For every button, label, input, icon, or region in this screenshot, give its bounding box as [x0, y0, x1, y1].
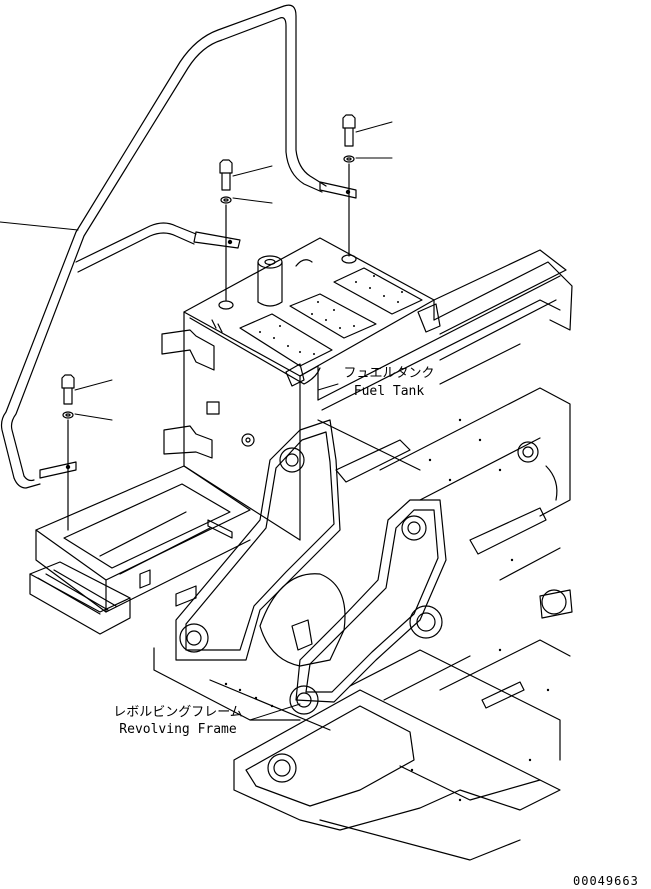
fuel-tank-label-en: Fuel Tank [353, 384, 425, 399]
revolving-frame-label-jp: レボルビングフレーム [113, 705, 243, 720]
leader-lines [0, 121, 393, 421]
frame-bolt-holes [224, 418, 550, 802]
rear-frame-beams [317, 249, 573, 619]
revolving-frame [153, 419, 571, 861]
battery-tray [29, 465, 251, 635]
frame-label-leader [249, 703, 301, 721]
anti-slip-texture [259, 275, 403, 355]
drawing-number: 00049663 [573, 874, 639, 888]
handrail [0, 4, 357, 489]
bolt-left [61, 374, 75, 531]
revolving-frame-label-en: Revolving Frame [119, 722, 237, 737]
bolt-upper-right [342, 114, 356, 257]
bolt-upper-left [219, 159, 233, 301]
fuel-tank-label-jp: フュエルタンク [343, 366, 435, 381]
tank-label-leader [317, 383, 339, 391]
fuel-tank [161, 237, 441, 541]
